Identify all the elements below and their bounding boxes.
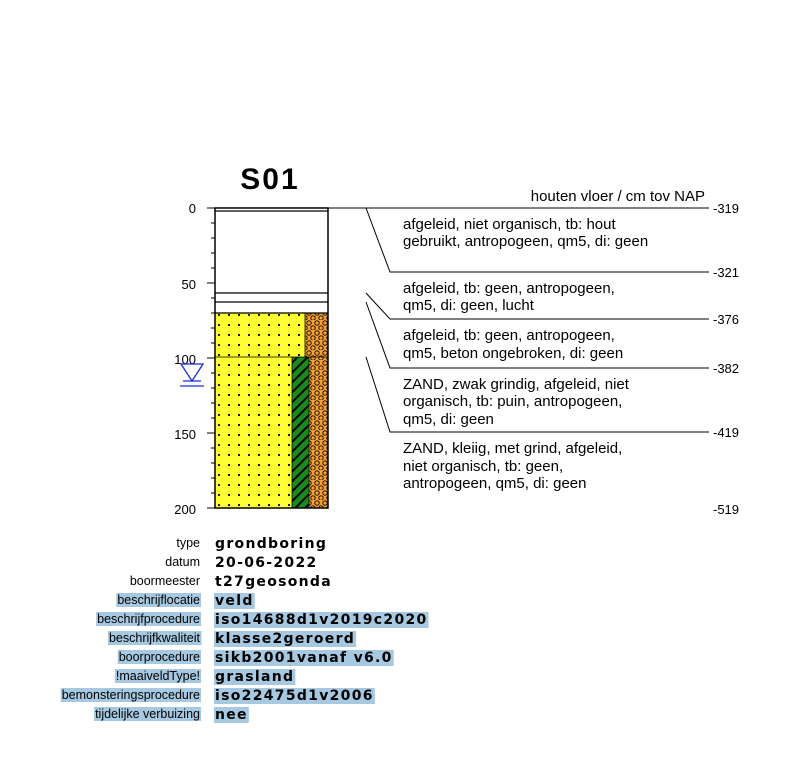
meta-value: iso22475d1v2006 (215, 688, 374, 704)
svg-text:qm5, di: geen: qm5, di: geen (403, 411, 494, 428)
svg-text:niet organisch, tb: geen,: niet organisch, tb: geen, (403, 458, 563, 475)
svg-text:qm5, beton ongebroken, di: gee: qm5, beton ongebroken, di: geen (403, 345, 623, 362)
metadata-table: type grondboring datum 20-06-2022 boormeeste… (60, 536, 429, 723)
meta-value-highlight (214, 631, 357, 647)
meta-label-highlight (94, 707, 202, 721)
svg-text:gebruikt, antropogeen, qm5, di: gebruikt, antropogeen, qm5, di: geen (403, 233, 648, 250)
meta-value: t27geosonda (215, 574, 332, 590)
depth-label-200: 200 (174, 502, 196, 517)
layer-connectors (328, 207, 709, 433)
meta-value-highlight (214, 593, 255, 609)
layer-4-gravel-pattern (305, 313, 328, 357)
meta-label: boormeester (130, 574, 200, 588)
layer-1-fill (215, 208, 328, 293)
layer-5-description: ZAND, kleiig, met grind, afgeleid, niet … (403, 440, 622, 492)
nap-value: -382 (713, 361, 739, 376)
meta-value: sikb2001vanaf v6.0 (215, 650, 393, 666)
depth-label-150: 150 (174, 427, 196, 442)
meta-value: iso14688d1v2019c2020 (215, 612, 428, 628)
meta-value: veld (215, 593, 254, 609)
layer-5-sand-pattern (215, 357, 292, 508)
meta-label-highlight (107, 631, 202, 645)
meta-label-highlight (117, 650, 202, 664)
svg-text:antropogeen, qm5, di: geen: antropogeen, qm5, di: geen (403, 475, 586, 492)
depth-label-0: 0 (189, 201, 196, 216)
meta-label-highlight (116, 593, 202, 607)
nap-value: -419 (713, 425, 739, 440)
svg-text:qm5, di: geen, lucht: qm5, di: geen, lucht (403, 297, 535, 314)
svg-text:organisch, tb: puin, antropoge: organisch, tb: puin, antropogeen, (403, 393, 622, 410)
meta-label: bemonsteringsprocedure (62, 688, 200, 702)
meta-value: grasland (215, 669, 294, 685)
meta-value-highlight (214, 688, 375, 704)
svg-text:ZAND, zwak grindig, afgeleid,: ZAND, zwak grindig, afgeleid, niet (403, 376, 630, 393)
svg-text:afgeleid, tb: geen, antropogee: afgeleid, tb: geen, antropogeen, (403, 280, 615, 297)
meta-value: grondboring (215, 536, 327, 552)
meta-label-highlight (60, 688, 202, 702)
meta-label-highlight (96, 612, 202, 626)
column-header: houten vloer / cm tov NAP (531, 188, 705, 205)
layer-5-gravel-pattern (309, 357, 328, 508)
boring-title: S01 (240, 163, 299, 196)
layer-3-description: afgeleid, tb: geen, antropogeen, qm5, be… (403, 327, 623, 362)
svg-text:afgeleid, tb: geen, antropogee: afgeleid, tb: geen, antropogeen, (403, 327, 615, 344)
layer-2-description: afgeleid, tb: geen, antropogeen, qm5, di… (403, 280, 615, 314)
nap-value: -376 (713, 312, 739, 327)
meta-label: beschrijfprocedure (97, 612, 200, 626)
meta-label-highlight (114, 669, 201, 683)
depth-label-100: 100 (174, 352, 196, 367)
nap-value-bottom: -519 (713, 502, 739, 517)
layer-5-clay (292, 357, 309, 508)
meta-label: !maaiveldType! (116, 669, 200, 683)
meta-label: datum (165, 555, 200, 569)
layer-1-description: afgeleid, niet organisch, tb: hout gebru… (403, 216, 648, 250)
groundwater-level-icon (179, 363, 205, 387)
meta-value-highlight (214, 612, 429, 628)
meta-label: type (176, 536, 200, 550)
meta-label: boorprocedure (119, 650, 200, 664)
layer-4-description: ZAND, zwak grindig, afgeleid, niet organ… (403, 376, 630, 428)
svg-text:afgeleid, niet organisch, tb:: afgeleid, niet organisch, tb: hout (403, 216, 616, 233)
meta-value: 20-06-2022 (215, 555, 318, 571)
depth-label-50: 50 (182, 277, 196, 292)
layer-2-fill (215, 293, 328, 302)
depth-axis (207, 207, 216, 509)
meta-value: klasse2geroerd (215, 631, 355, 647)
nap-value: -321 (713, 265, 739, 280)
meta-value-highlight (214, 650, 394, 666)
meta-label: beschrijfkwaliteit (109, 631, 201, 645)
meta-label: beschrijflocatie (117, 593, 200, 607)
meta-value-highlight (214, 669, 296, 685)
svg-text:ZAND, kleiig, met grind, afgel: ZAND, kleiig, met grind, afgeleid, (403, 440, 622, 457)
layer-3-fill (215, 302, 328, 313)
soil-column (214, 207, 329, 509)
layer-4-sand-pattern (215, 313, 305, 357)
meta-label: tijdelijke verbuizing (95, 707, 200, 721)
nap-value: -319 (713, 201, 739, 216)
meta-value-highlight (214, 707, 249, 723)
meta-value: nee (215, 707, 248, 723)
